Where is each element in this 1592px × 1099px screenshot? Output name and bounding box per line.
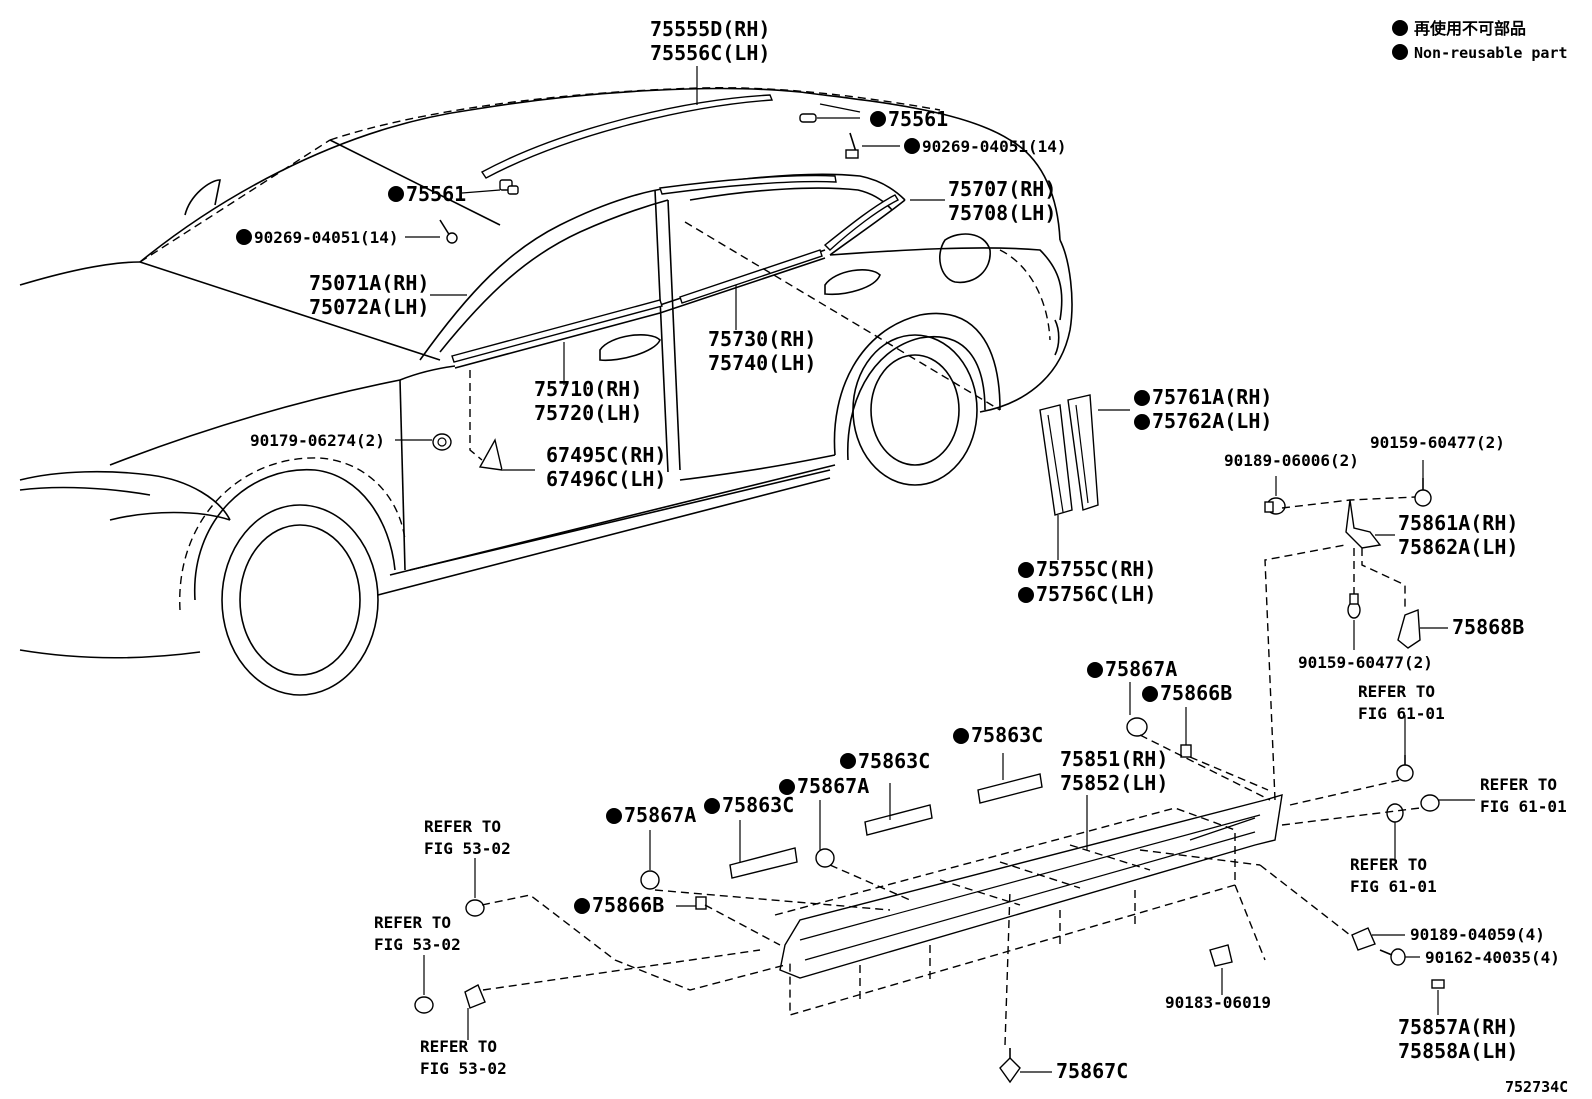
label-75863c-left: 75863C bbox=[722, 793, 794, 817]
clip-90183-06019 bbox=[1209, 944, 1233, 967]
label-90269-left: 90269-04051(14) bbox=[254, 228, 399, 247]
label-refer-fig53-left-1: REFER TO bbox=[374, 913, 451, 932]
label-75755c: 75755C(RH) bbox=[1036, 557, 1156, 581]
label-75730: 75730(RH) bbox=[708, 327, 816, 351]
fastener-fig53-left bbox=[414, 996, 434, 1014]
label-90162-40035: 90162-40035(4) bbox=[1425, 948, 1560, 967]
legend-dot-1 bbox=[1392, 20, 1408, 36]
label-75707: 75707(RH) bbox=[948, 177, 1056, 201]
clip-75561-left bbox=[499, 179, 519, 195]
tape-75863c-1 bbox=[729, 847, 798, 879]
clip-75868B bbox=[1397, 609, 1421, 649]
label-90269-right: 90269-04051(14) bbox=[922, 137, 1067, 156]
legend-ja: 再使用不可部品 bbox=[1414, 19, 1526, 38]
label-75868b: 75868B bbox=[1452, 615, 1524, 639]
label-90179: 90179-06274(2) bbox=[250, 431, 385, 450]
label-refer-fig53-top-1: REFER TO bbox=[424, 817, 501, 836]
screw-90269-right bbox=[845, 132, 859, 159]
clip-90189-04059 bbox=[1351, 927, 1376, 951]
label-75561-right: 75561 bbox=[888, 107, 948, 131]
clip-90159-bottom bbox=[1347, 593, 1361, 619]
clip-75867A-upper bbox=[1126, 717, 1148, 737]
label-75072a: 75072A(LH) bbox=[309, 295, 429, 319]
label-refer-fig61-right-2: FIG 61-01 bbox=[1480, 797, 1567, 816]
label-refer-fig61-mid-2: FIG 61-01 bbox=[1350, 877, 1437, 896]
bolt-90179 bbox=[432, 433, 452, 451]
label-75863c-mid: 75863C bbox=[858, 749, 930, 773]
fastener-fig61-right bbox=[1420, 794, 1440, 812]
label-75851: 75851(RH) bbox=[1060, 747, 1168, 771]
screw-90269-left bbox=[439, 219, 458, 244]
clip-90189-06006 bbox=[1264, 497, 1286, 515]
screw-90162-40035 bbox=[1379, 948, 1406, 966]
label-refer-fig61-top-2: FIG 61-01 bbox=[1358, 704, 1445, 723]
clip-75857A bbox=[1431, 979, 1445, 989]
label-75867a-mid: 75867A bbox=[797, 774, 869, 798]
clip-75866B-lower bbox=[695, 896, 707, 910]
fastener-fig53-bottom bbox=[464, 984, 486, 1009]
label-75867a-left: 75867A bbox=[624, 803, 696, 827]
part-labels: 75555D(RH) 75556C(LH) 75561 90269-04051(… bbox=[250, 17, 1568, 1096]
label-75867a-upper: 75867A bbox=[1105, 657, 1177, 681]
clip-75867C bbox=[999, 1048, 1021, 1084]
label-75756c: 75756C(LH) bbox=[1036, 582, 1156, 606]
figure-code: 752734C bbox=[1505, 1078, 1568, 1096]
legend: 再使用不可部品 Non-reusable part bbox=[1414, 19, 1568, 62]
label-refer-fig53-bottom-2: FIG 53-02 bbox=[420, 1059, 507, 1078]
label-75710: 75710(RH) bbox=[534, 377, 642, 401]
label-67496c: 67496C(LH) bbox=[546, 467, 666, 491]
label-75555d: 75555D(RH) bbox=[650, 17, 770, 41]
label-75867c: 75867C bbox=[1056, 1059, 1128, 1083]
label-75862a: 75862A(LH) bbox=[1398, 535, 1518, 559]
label-75071a: 75071A(RH) bbox=[309, 271, 429, 295]
non-reusable-markers bbox=[236, 20, 1408, 914]
legend-dot-2 bbox=[1392, 44, 1408, 60]
rocker-panel-assembly bbox=[414, 478, 1445, 1084]
label-75857a: 75857A(RH) bbox=[1398, 1015, 1518, 1039]
label-75852: 75852(LH) bbox=[1060, 771, 1168, 795]
fastener-fig61-top bbox=[1396, 755, 1414, 782]
label-90159-top: 90159-60477(2) bbox=[1370, 433, 1505, 452]
label-75561-left: 75561 bbox=[406, 182, 466, 206]
fastener-fig61-mid bbox=[1386, 803, 1404, 823]
molding-parts bbox=[432, 94, 1099, 516]
fastener-fig53-top bbox=[465, 899, 485, 917]
tape-75863c-2 bbox=[864, 804, 933, 836]
clip-90159-top bbox=[1414, 478, 1432, 507]
guide-lines bbox=[469, 221, 1421, 1046]
label-refer-fig61-top-1: REFER TO bbox=[1358, 682, 1435, 701]
leader-lines bbox=[395, 66, 1475, 1073]
label-refer-fig53-top-2: FIG 53-02 bbox=[424, 839, 511, 858]
clip-75561-right bbox=[799, 113, 817, 123]
label-75866b-lower: 75866B bbox=[592, 893, 664, 917]
label-75740: 75740(LH) bbox=[708, 351, 816, 375]
label-75761a: 75761A(RH) bbox=[1152, 385, 1272, 409]
label-75556c: 75556C(LH) bbox=[650, 41, 770, 65]
label-67495c: 67495C(RH) bbox=[546, 443, 666, 467]
legend-en: Non-reusable part bbox=[1414, 44, 1568, 62]
label-90189-04059: 90189-04059(4) bbox=[1410, 925, 1545, 944]
label-refer-fig53-bottom-1: REFER TO bbox=[420, 1037, 497, 1056]
label-75863c-top: 75863C bbox=[971, 723, 1043, 747]
label-75866b-upper: 75866B bbox=[1160, 681, 1232, 705]
label-refer-fig53-left-2: FIG 53-02 bbox=[374, 935, 461, 954]
label-75720: 75720(LH) bbox=[534, 401, 642, 425]
label-75708: 75708(LH) bbox=[948, 201, 1056, 225]
label-75861a: 75861A(RH) bbox=[1398, 511, 1518, 535]
label-75762a: 75762A(LH) bbox=[1152, 409, 1272, 433]
label-75858a: 75858A(LH) bbox=[1398, 1039, 1518, 1063]
clip-75867A-mid bbox=[815, 848, 835, 868]
label-refer-fig61-mid-1: REFER TO bbox=[1350, 855, 1427, 874]
label-refer-fig61-right-1: REFER TO bbox=[1480, 775, 1557, 794]
tape-75863c-3 bbox=[977, 773, 1043, 804]
label-90159-bottom: 90159-60477(2) bbox=[1298, 653, 1433, 672]
label-90189-06006: 90189-06006(2) bbox=[1224, 451, 1359, 470]
clip-75867A-left bbox=[640, 870, 660, 890]
label-90183-06019: 90183-06019 bbox=[1165, 993, 1271, 1012]
clip-75866B-upper bbox=[1180, 744, 1192, 758]
